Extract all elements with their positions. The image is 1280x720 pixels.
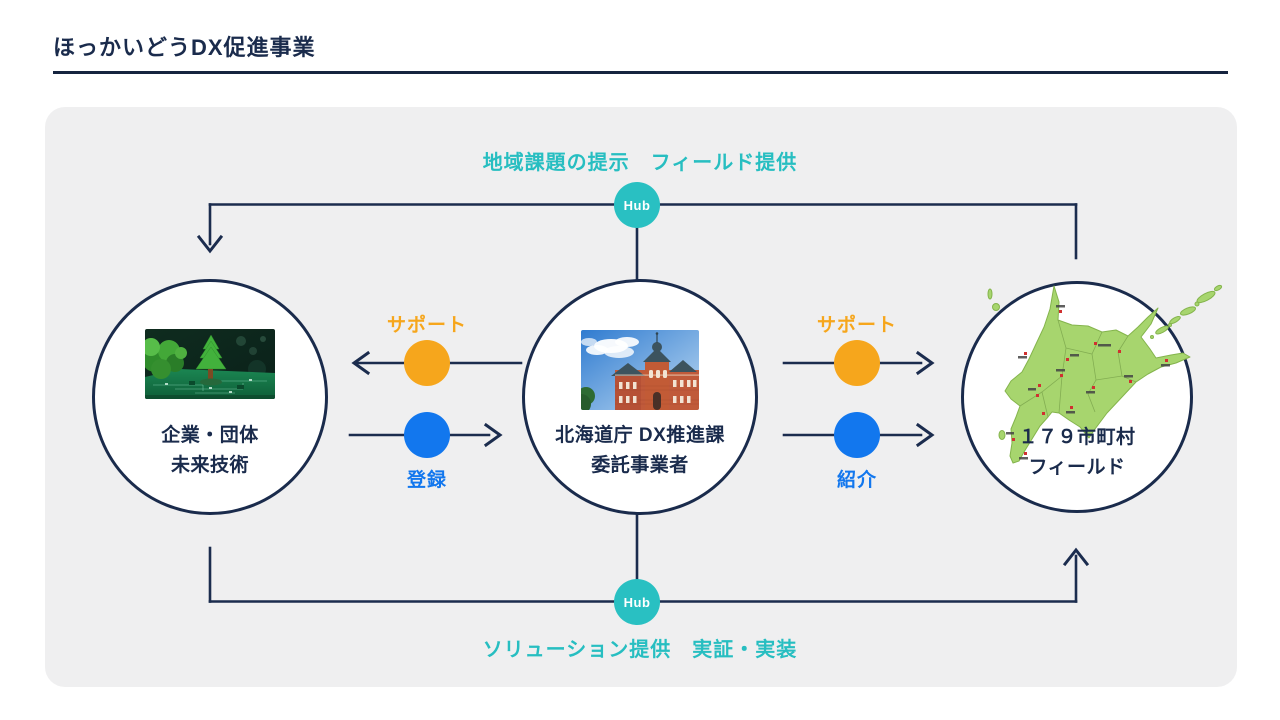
node-municipalities-circle: １７９市町村 フィールド xyxy=(961,281,1223,513)
hokkaido-map-image xyxy=(987,284,1223,464)
register-label: 登録 xyxy=(406,470,447,491)
title-divider xyxy=(53,71,1228,74)
hub-badge-bottom: Hub xyxy=(614,579,660,625)
node-municipalities-label: １７９市町村 フィールド xyxy=(1018,427,1136,478)
support-left-dot xyxy=(404,340,450,386)
introduce-label: 紹介 xyxy=(836,470,877,491)
node-government-label: 北海道庁 DX推進課 委託事業者 xyxy=(555,425,725,476)
introduce-dot xyxy=(834,412,880,458)
register-dot xyxy=(404,412,450,458)
node-government-circle: 北海道庁 DX推進課 委託事業者 xyxy=(522,279,758,515)
node-companies-circle: 企業・団体 未来技術 xyxy=(92,279,328,515)
page-title: ほっかいどうDX促進事業 xyxy=(53,35,316,60)
bottom-flow-label: ソリューション提供 実証・実装 xyxy=(482,639,798,661)
support-right-dot xyxy=(834,340,880,386)
tree-on-circuit-board-photo xyxy=(145,329,275,399)
support-right-label: サポート xyxy=(816,315,897,336)
hokkaido-government-building-photo xyxy=(581,330,699,410)
top-flow-label: 地域課題の提示 フィールド提供 xyxy=(482,152,798,174)
support-left-label: サポート xyxy=(386,315,467,336)
hub-badge-top: Hub xyxy=(614,182,660,228)
node-companies-label: 企業・団体 未来技術 xyxy=(161,425,259,476)
